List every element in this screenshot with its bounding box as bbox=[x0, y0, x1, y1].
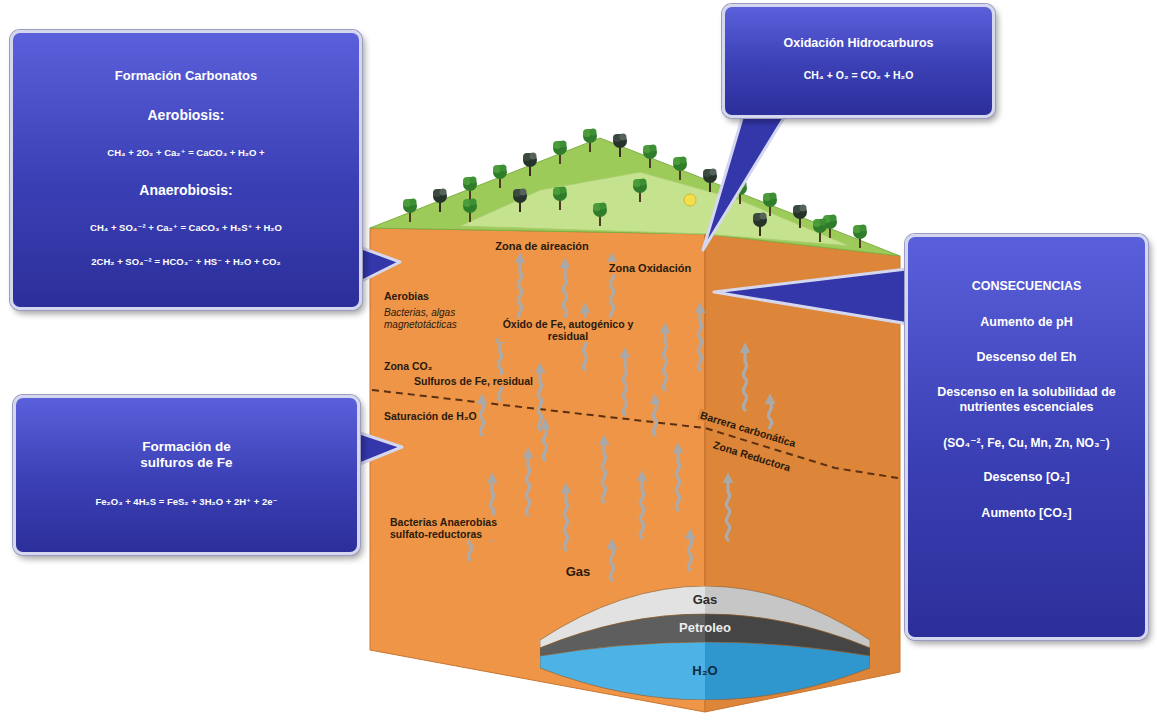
callout-box: Formación CarbonatosAerobiosis: CH₄ + 2O₂… bbox=[10, 30, 362, 310]
tree-icon bbox=[613, 134, 627, 158]
zone-label: Aerobias bbox=[382, 290, 431, 302]
gas-arrow bbox=[564, 490, 567, 550]
gas-arrow bbox=[726, 480, 729, 540]
tree-icon bbox=[673, 157, 687, 181]
callout-heading: Formación Carbonatos bbox=[115, 68, 257, 84]
layer-name: Gas bbox=[540, 592, 870, 608]
callout-text: Descenso [O₂] bbox=[983, 470, 1069, 485]
gas-arrow bbox=[610, 546, 613, 580]
trees bbox=[403, 129, 867, 249]
tree-icon bbox=[463, 177, 477, 201]
gas-arrow bbox=[653, 401, 656, 435]
layer-name: H₂O bbox=[540, 663, 870, 679]
zone-label: Saturación de H₂O bbox=[382, 410, 479, 422]
gas-arrow bbox=[602, 442, 605, 502]
zone-label: Óxido de Fe, autogénico y residual bbox=[499, 318, 638, 342]
tree-icon bbox=[793, 205, 807, 229]
tree-icon bbox=[513, 189, 527, 213]
tree-icon bbox=[553, 141, 567, 165]
callout-pointer bbox=[703, 108, 790, 250]
gas-arrow bbox=[563, 265, 566, 325]
zone-label: Zona Oxidación bbox=[607, 262, 694, 275]
callout-text: Anaerobiosis: bbox=[139, 182, 232, 199]
gas-arrow bbox=[526, 455, 529, 515]
zone-label: Zona CO₂ bbox=[382, 360, 434, 372]
gas-arrow bbox=[518, 260, 521, 320]
zone-label: Zona de aireación bbox=[493, 240, 591, 253]
tree-icon bbox=[553, 187, 567, 211]
callout-text: CH₄ + 2O₂ + Ca₂⁺ = CaCO₃ + H₂O + bbox=[107, 147, 264, 158]
zone-label: Bacterias, algas magnetotácticas bbox=[382, 307, 501, 330]
tree-icon bbox=[433, 189, 447, 213]
reservoir-layer: H₂O bbox=[540, 642, 870, 700]
callout-box: Oxidación HidrocarburosCH₄ + O₂ = CO₂ + … bbox=[722, 4, 995, 118]
tree-icon bbox=[633, 179, 647, 203]
callout-text: Descenso en la solubilidad de nutrientes… bbox=[932, 385, 1122, 415]
callout-heading: CONSECUENCIAS bbox=[972, 279, 1082, 294]
tree-icon bbox=[813, 219, 827, 243]
tree-icon bbox=[593, 203, 607, 227]
gas-arrow bbox=[698, 310, 701, 370]
zone-label: Sulfuros de Fe, residual bbox=[412, 375, 535, 387]
callout-heading: Oxidación Hidrocarburos bbox=[783, 36, 933, 51]
gas-arrow bbox=[480, 401, 483, 435]
tree-icon bbox=[493, 165, 507, 189]
tree-icon bbox=[703, 169, 717, 193]
gas-arrow bbox=[663, 330, 666, 390]
gas-arrow bbox=[743, 350, 746, 410]
callout-text: Aerobiosis: bbox=[147, 107, 224, 124]
gas-arrow bbox=[688, 536, 691, 570]
tree-icon bbox=[643, 145, 657, 169]
tree-icon bbox=[463, 199, 477, 223]
callout-text: Aumento de pH bbox=[980, 315, 1072, 330]
layer-band bbox=[540, 642, 870, 700]
gas-arrow bbox=[640, 478, 643, 538]
top-face bbox=[370, 138, 900, 256]
top-face-clearing bbox=[460, 172, 850, 246]
callout-heading: Formación de sulfuros de Fe bbox=[131, 439, 243, 471]
tree-icon bbox=[853, 225, 867, 249]
callout-text: (SO₄⁻², Fe, Cu, Mn, Zn, NO₃⁻) bbox=[943, 436, 1110, 450]
callout-text: Aumento [CO₂] bbox=[981, 506, 1071, 521]
carbonate-barrier-line bbox=[372, 390, 898, 478]
tree-icon bbox=[763, 193, 777, 217]
zone-label: Bacterias Anaerobias sulfato-reductoras bbox=[388, 516, 522, 540]
gas-arrow bbox=[543, 426, 546, 460]
callout-pointers bbox=[340, 108, 915, 470]
tree-icon bbox=[403, 199, 417, 223]
callout-text: CH₄ + SO₄⁻² + Ca₂⁺ = CaCO₃ + H₂S⁺ + H₂O bbox=[90, 222, 282, 233]
gas-arrow bbox=[538, 370, 541, 430]
tree-icon bbox=[753, 213, 767, 237]
tree-icon bbox=[523, 153, 537, 177]
zone-label: Gas bbox=[564, 565, 593, 580]
callout-text: Descenso del Eh bbox=[976, 350, 1076, 365]
callout-box: Formación de sulfuros de Fe Fe₂O₃ + 4H₂S … bbox=[13, 395, 360, 555]
gas-arrow bbox=[498, 340, 501, 400]
gas-arrow bbox=[623, 355, 626, 415]
callout-box: CONSECUENCIAS Aumento de pH Descenso del E… bbox=[905, 234, 1148, 640]
layer-name: Petroleo bbox=[540, 620, 870, 636]
tree-icon bbox=[583, 129, 597, 153]
callout-text: 2CH₂ + SO₄⁻² = HCO₃⁻ + HS⁻ + H₂O + CO₂ bbox=[91, 256, 280, 267]
callout-text: Fe₂O₃ + 4H₂S = FeS₂ + 3H₂O + 2H⁺ + 2e⁻ bbox=[95, 496, 277, 507]
callout-text: CH₄ + O₂ = CO₂ + H₂O bbox=[804, 69, 914, 82]
callout-pointer bbox=[714, 268, 915, 325]
sun-flower bbox=[684, 194, 696, 206]
gas-arrow bbox=[676, 450, 679, 510]
